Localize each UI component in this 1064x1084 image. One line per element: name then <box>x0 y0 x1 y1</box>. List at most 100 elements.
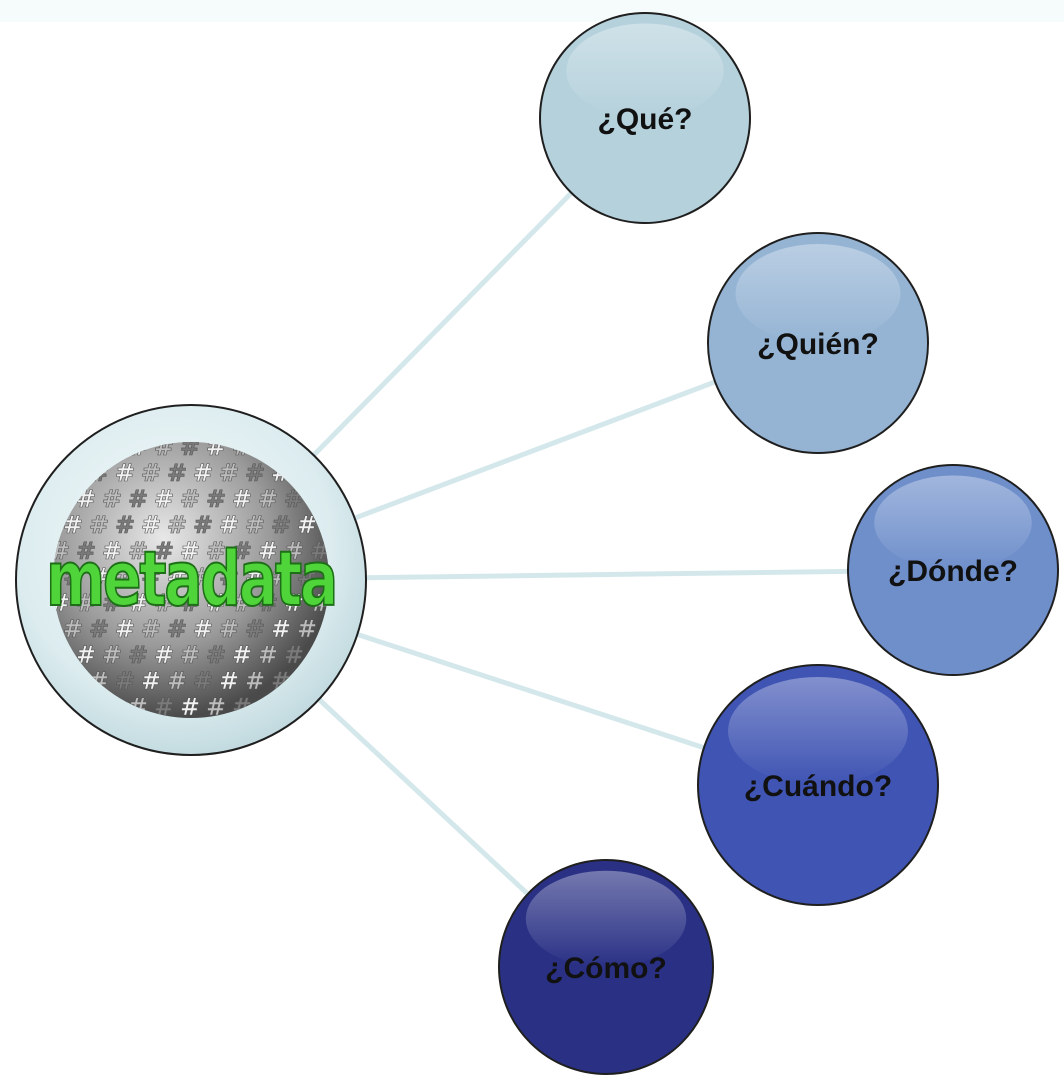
top-strip <box>0 0 1064 22</box>
hash-glyph: # <box>89 615 109 643</box>
hash-glyph: # <box>206 485 226 513</box>
connector-donde <box>363 568 851 581</box>
hash-glyph: # <box>50 589 70 617</box>
hash-glyph: # <box>193 667 213 695</box>
hash-glyph: # <box>128 537 148 565</box>
hash-glyph: # <box>154 641 174 669</box>
node-shine-quien <box>735 244 901 343</box>
hash-glyph: # <box>206 433 226 461</box>
node-donde: ¿Dónde? <box>847 464 1059 676</box>
hash-glyph: # <box>258 641 278 669</box>
connector-quien <box>351 378 718 522</box>
node-como: ¿Cómo? <box>498 859 714 1075</box>
hash-glyph: # <box>76 589 96 617</box>
hash-glyph: # <box>219 615 239 643</box>
hash-glyph: # <box>349 667 369 695</box>
hash-glyph: # <box>141 667 161 695</box>
hash-glyph: # <box>206 537 226 565</box>
hash-glyph: # <box>245 563 265 591</box>
hash-glyph: # <box>297 511 317 539</box>
hash-glyph: # <box>180 641 200 669</box>
hash-glyph: # <box>154 589 174 617</box>
hash-glyph: # <box>115 459 135 487</box>
hash-glyph: # <box>271 563 291 591</box>
hash-glyph: # <box>128 485 148 513</box>
hash-glyph: # <box>115 511 135 539</box>
hash-glyph: # <box>128 589 148 617</box>
hash-glyph: # <box>271 615 291 643</box>
hash-glyph: # <box>232 537 252 565</box>
hash-glyph: # <box>102 589 122 617</box>
hash-glyph: # <box>245 615 265 643</box>
hash-glyph: # <box>180 693 200 721</box>
hash-glyph: # <box>115 615 135 643</box>
hash-glyph: # <box>141 511 161 539</box>
hash-glyph: # <box>232 589 252 617</box>
node-cuando: ¿Cuándo? <box>697 664 939 906</box>
hash-glyph: # <box>258 485 278 513</box>
node-shine-cuando <box>728 677 908 785</box>
hash-glyph: # <box>206 589 226 617</box>
hash-glyph: # <box>76 641 96 669</box>
hash-glyph: # <box>167 615 187 643</box>
hash-glyph: # <box>102 537 122 565</box>
hash-glyph: # <box>232 641 252 669</box>
hash-glyph: # <box>193 459 213 487</box>
hash-glyph: # <box>63 511 83 539</box>
hash-glyph: # <box>167 459 187 487</box>
connector-que <box>310 189 575 459</box>
connector-cuando <box>354 631 707 751</box>
hash-glyph: # <box>297 615 317 643</box>
hash-glyph: # <box>115 563 135 591</box>
hashtag-sphere <box>53 442 329 718</box>
question-nodes: ¿Qué? ¿Quién? ¿Dónde? ¿Cuándo? ¿Cómo? <box>498 12 1059 1075</box>
hash-glyph: # <box>63 563 83 591</box>
hash-glyph: # <box>219 459 239 487</box>
hash-glyph: # <box>232 485 252 513</box>
node-label-quien: ¿Quién? <box>757 328 879 361</box>
node-label-cuando: ¿Cuándo? <box>744 770 892 803</box>
hash-glyph: # <box>271 511 291 539</box>
node-label-que: ¿Qué? <box>598 103 693 136</box>
hash-glyph: # <box>154 485 174 513</box>
hash-glyph: # <box>154 537 174 565</box>
node-que: ¿Qué? <box>539 12 751 224</box>
hash-glyph: # <box>63 615 83 643</box>
hash-glyph: # <box>193 511 213 539</box>
metadata-word: metadata <box>46 534 336 623</box>
hash-glyph: # <box>349 459 369 487</box>
node-shine-como <box>525 870 687 967</box>
hash-glyph: # <box>102 485 122 513</box>
hash-glyph: # <box>219 667 239 695</box>
hash-glyph: # <box>167 667 187 695</box>
hash-glyph: # <box>297 563 317 591</box>
hash-glyph: # <box>180 485 200 513</box>
hash-glyph: # <box>336 433 356 461</box>
hash-glyph: # <box>115 667 135 695</box>
hash-glyph: # <box>206 641 226 669</box>
hash-glyph: # <box>258 589 278 617</box>
hash-glyph: # <box>245 511 265 539</box>
hash-glyph: # <box>193 615 213 643</box>
hash-glyph: # <box>180 537 200 565</box>
hash-glyph: # <box>219 563 239 591</box>
hash-glyph: # <box>310 589 330 617</box>
hash-glyph: # <box>245 667 265 695</box>
hash-glyph: # <box>89 511 109 539</box>
hash-glyph: # <box>154 433 174 461</box>
center-node: ########################################… <box>15 404 369 756</box>
node-label-donde: ¿Dónde? <box>888 555 1018 588</box>
hash-glyph: # <box>180 589 200 617</box>
node-shine-que <box>566 23 724 118</box>
hash-glyph: # <box>258 537 278 565</box>
hash-glyph: # <box>167 563 187 591</box>
hash-glyph: # <box>245 459 265 487</box>
hash-glyph: # <box>102 641 122 669</box>
hash-pattern: ########################################… <box>50 433 369 721</box>
hash-glyph: # <box>323 563 343 591</box>
hash-glyph: # <box>154 693 174 721</box>
hash-glyph: # <box>141 615 161 643</box>
node-quien: ¿Quién? <box>707 232 929 454</box>
